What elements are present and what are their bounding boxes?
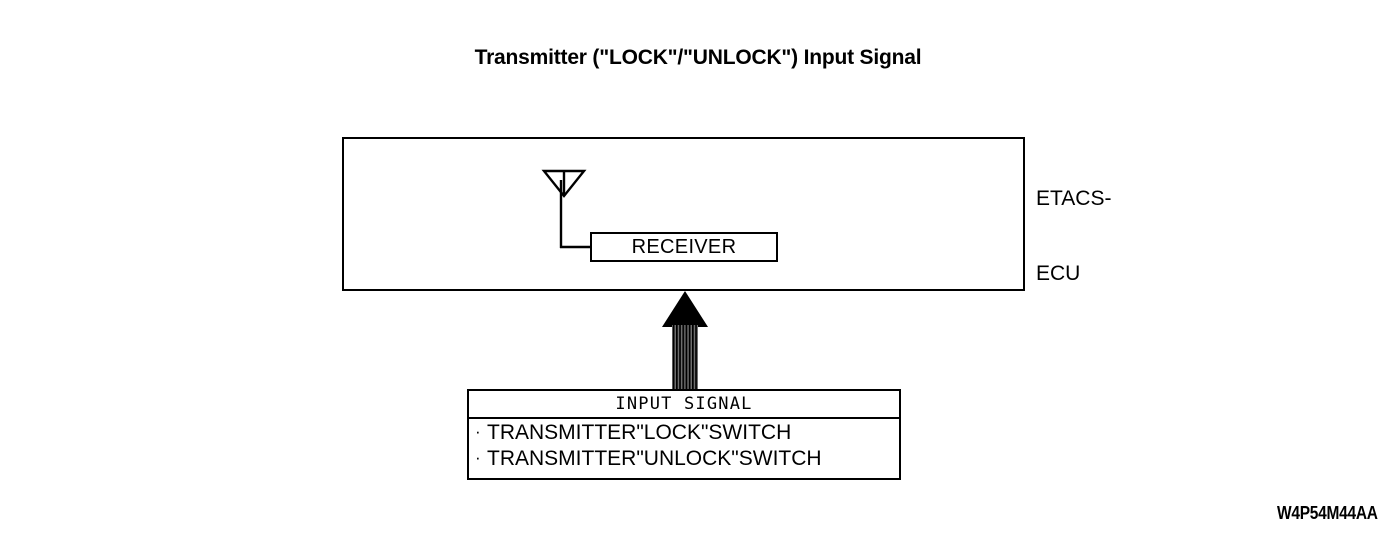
etacs-ecu-box [342,137,1025,291]
up-arrow-striped-icon [662,291,708,390]
etacs-ecu-label-line1: ETACS- [1036,187,1112,210]
list-bullet: · [475,422,481,441]
page-title-text: Transmitter ("LOCK"/"UNLOCK") Input Sign… [474,46,922,69]
input-signal-box: INPUT SIGNAL · TRANSMITTER"LOCK"SWITCH ·… [467,389,901,480]
list-bullet: · [475,448,481,467]
receiver-box: RECEIVER [590,232,778,262]
list-item-label: TRANSMITTER"UNLOCK"SWITCH [487,447,822,470]
etacs-ecu-label: ETACS- ECU [1036,136,1111,336]
list-item: · TRANSMITTER"LOCK"SWITCH [475,420,899,446]
list-item: · TRANSMITTER"UNLOCK"SWITCH [475,446,899,472]
receiver-label: RECEIVER [631,235,737,258]
input-signal-list: · TRANSMITTER"LOCK"SWITCH · TRANSMITTER"… [469,419,899,472]
antenna-icon [541,169,592,249]
input-signal-header: INPUT SIGNAL [469,391,899,419]
etacs-ecu-label-line2: ECU [1036,262,1081,285]
input-signal-header-label: INPUT SIGNAL [615,394,753,414]
figure-code: W4P54M44AA [1277,503,1378,523]
page-title: Transmitter ("LOCK"/"UNLOCK") Input Sign… [0,46,1400,70]
list-item-label: TRANSMITTER"LOCK"SWITCH [487,421,792,444]
